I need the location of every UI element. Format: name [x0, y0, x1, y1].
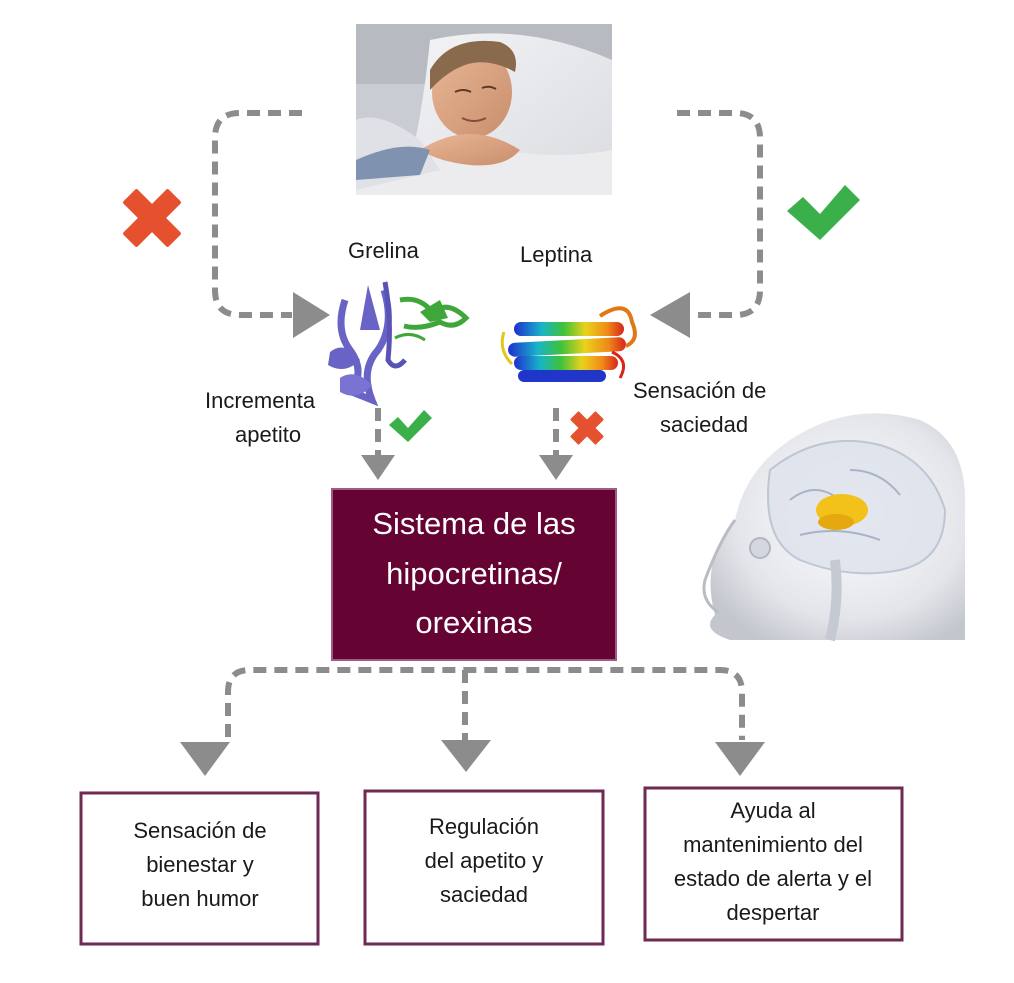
arrowhead-outcome-2: [441, 740, 491, 772]
outcome-3-line3: estado de alerta y el: [674, 866, 872, 891]
leptin-protein-structure: [500, 306, 637, 382]
outcome-2-line1: Regulación: [429, 814, 539, 839]
ghrelin-protein-structure: [328, 281, 470, 407]
outcome-3-line2: mantenimiento del: [683, 832, 863, 857]
connectors: [180, 110, 765, 776]
connector-sleep-leptin: [677, 110, 763, 318]
outcome-box-alertness: Ayuda al mantenimiento del estado de ale…: [643, 786, 904, 942]
check-icon: [389, 410, 432, 442]
arrowhead-outcome-3: [715, 742, 765, 776]
orexin-system-box: Sistema de las hipocretinas/ orexinas: [331, 488, 617, 661]
ghrelin-label: Grelina: [348, 238, 420, 263]
outcome-box-appetite: Regulación del apetito y saciedad: [363, 789, 605, 946]
brain-head-image: [702, 413, 965, 642]
leptin-label: Leptina: [520, 242, 593, 267]
outcome-2-line3: saciedad: [440, 882, 528, 907]
orexin-system-line2: hipocretinas/: [386, 556, 562, 591]
outcome-3-line1: Ayuda al: [730, 798, 815, 823]
increases-appetite-label-line2: apetito: [235, 422, 301, 447]
outcome-1-line3: buen humor: [141, 886, 258, 911]
satiety-label-line2: saciedad: [660, 412, 748, 437]
cross-icon: [123, 189, 181, 247]
cross-icon: [570, 411, 604, 445]
arrowhead-leptin-system: [539, 455, 573, 480]
arrowhead-to-leptin: [650, 292, 690, 338]
outcome-3-line4: despertar: [727, 900, 820, 925]
arrowhead-to-ghrelin: [293, 292, 330, 338]
connector-sleep-ghrelin: [212, 110, 302, 318]
orexin-system-line1: Sistema de las: [372, 506, 575, 541]
outcome-box-wellbeing: Sensación de bienestar y buen humor: [79, 791, 320, 946]
outcome-1-line1: Sensación de: [133, 818, 266, 843]
satiety-label-line1: Sensación de: [633, 378, 766, 403]
outcome-2-line2: del apetito y: [425, 848, 544, 873]
connector-system-outcomes: [225, 667, 745, 740]
increases-appetite-label-line1: Incrementa: [205, 388, 316, 413]
sleeping-man-photo: [356, 24, 612, 196]
check-icon: [787, 185, 860, 240]
arrowhead-outcome-1: [180, 742, 230, 776]
outcome-1-line2: bienestar y: [146, 852, 254, 877]
arrowhead-ghrelin-system: [361, 455, 395, 480]
orexin-system-line3: orexinas: [415, 605, 532, 640]
